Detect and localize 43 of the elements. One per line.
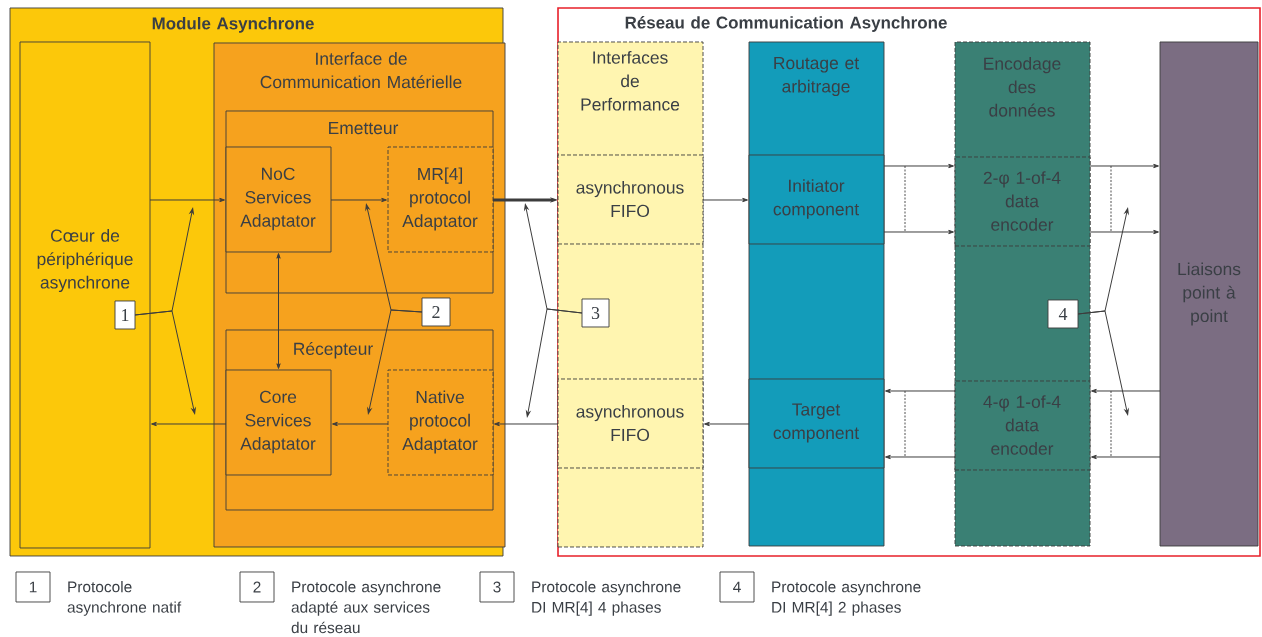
adapter-box: Native protocol Adaptator: [387, 369, 494, 476]
legend-text: Protocole asynchrone natif: [67, 581, 182, 616]
component-box: Initiator component: [748, 154, 885, 245]
arrow: [1089, 163, 1159, 169]
arrow: [332, 421, 389, 427]
callout-number: 3: [581, 298, 610, 328]
adapter-box: MR[4] protocol Adaptator: [387, 146, 494, 253]
component-box: 4-φ 1-of-4 data encoder: [954, 380, 1091, 471]
component-box: asynchronous FIFO: [557, 378, 704, 469]
adapter-box: Core Services Adaptator: [225, 369, 332, 476]
callout-number: 1: [114, 300, 136, 330]
callout-number: 2: [421, 297, 451, 327]
adapter-box: NoC Services Adaptator: [225, 146, 332, 253]
arrow: [885, 454, 956, 460]
arrow: [883, 163, 954, 169]
arrow: [704, 421, 750, 427]
arrow: [149, 197, 225, 203]
arrow: [883, 229, 954, 235]
arrow: [885, 388, 956, 394]
callout-number: 4: [1047, 299, 1079, 329]
leader-line: [1077, 310, 1129, 415]
arrow: [702, 197, 748, 203]
leader-line: [367, 309, 423, 414]
legend-number: 1: [15, 571, 51, 603]
arrow: [1089, 229, 1159, 235]
arrow: [330, 197, 387, 203]
arrow: [494, 421, 559, 427]
arrow: [276, 253, 281, 369]
legend-text: Protocole asynchrone DI MR[4] 2 phases: [772, 581, 921, 616]
legend-number: 2: [239, 571, 275, 603]
leader-line: [134, 310, 196, 414]
component-box: Target component: [748, 378, 885, 469]
legend-text: Protocole asynchrone DI MR[4] 4 phases: [532, 581, 681, 616]
column-block: Liaisons point à point: [1159, 41, 1259, 547]
leader-line: [526, 308, 583, 417]
legend-number: 4: [719, 571, 755, 603]
component-box: asynchronous FIFO: [557, 154, 704, 245]
legend-number: 3: [479, 571, 515, 603]
arrow: [1091, 388, 1161, 394]
arrow: [1091, 454, 1161, 460]
arrow: [151, 421, 227, 427]
legend-text: Protocole asynchrone adapté aux services du réseau: [291, 581, 441, 634]
component-box: 2-φ 1-of-4 data encoder: [954, 156, 1091, 247]
